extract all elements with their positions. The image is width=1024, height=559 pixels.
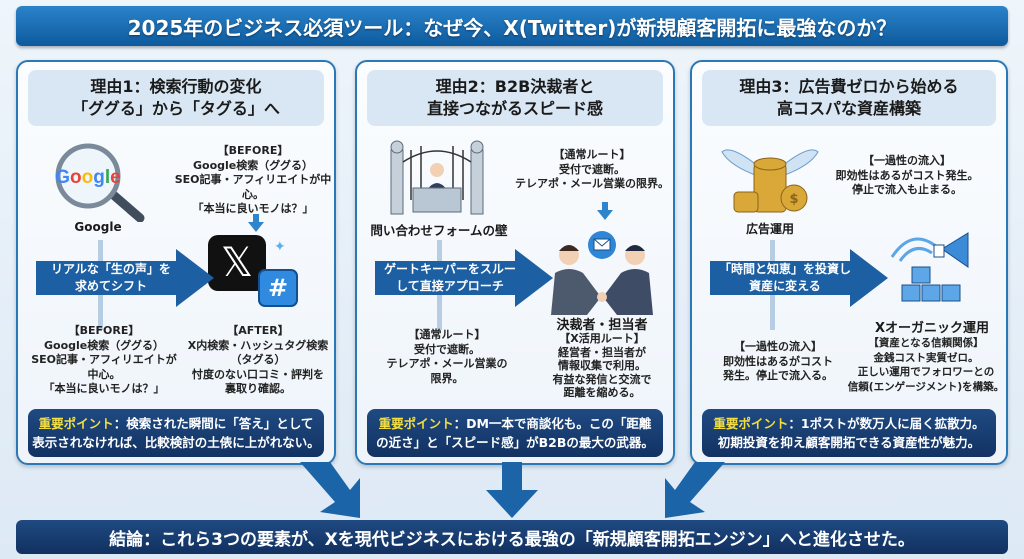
flying-coins-icon: $ — [720, 136, 820, 216]
x-logo-icon: 𝕏 # ✦ — [208, 235, 308, 315]
page-title: 2025年のビジネス必須ツール：なぜ今、X(Twitter)が新規顧客開拓に最強… — [16, 6, 1008, 46]
sparkle-icon: ✦ — [274, 239, 286, 255]
invest-arrow: 「時間と知恵」を投資し資産に変える — [710, 249, 890, 307]
google-label: Google — [74, 220, 122, 234]
ads-label: 広告運用 — [745, 222, 794, 236]
direct-approach-arrow: ゲートキーパーをスルーして直接アプローチ — [375, 249, 555, 307]
conclusion-bar: 結論：これら3つの要素が、Xを現代ビジネスにおける最強の「新規顧客開拓エンジン」… — [16, 520, 1008, 554]
key-point-box: 重要ポイント：検索された瞬間に「答え」として表示されなければ、比較検討の土俵に上… — [28, 409, 324, 457]
gate-label: 問い合わせフォームの壁 — [370, 223, 508, 238]
x-route-text: 【X活用ルート】経営者・担当者が情報収集で利用。有益な発信と交流で距離を縮める。 — [552, 332, 652, 399]
reason-1-panel: 理由1：検索行動の変化「ググる」から「タグる」へ Google Google 【… — [16, 60, 336, 465]
google-magnifier-icon: Google — [40, 142, 150, 223]
megaphone-cubes-icon — [882, 227, 982, 307]
heading-line: 理由1：検索行動の変化 — [90, 77, 262, 96]
organic-label: Xオーガニック運用 — [874, 321, 990, 336]
panel-heading: 理由1：検索行動の変化「ググる」から「タグる」へ — [28, 70, 324, 126]
svg-text:$: $ — [789, 192, 798, 207]
shift-arrow: リアルな「生の声」を求めてシフト — [36, 249, 216, 307]
before-text-top: 【BEFORE】Google検索（ググる）SEO記事・アフィリエイトが中心。「本… — [174, 144, 332, 215]
svg-text:Google: Google — [55, 167, 120, 188]
reason-2-panel: 理由2：B2B決裁者と直接つながるスピード感 問い合わせフォームの壁 【通常ルー… — [355, 60, 675, 465]
panel-heading: 理由3：広告費ゼロから始める高コスパな資産構築 — [702, 70, 996, 126]
arrow-from-reason-1 — [300, 462, 360, 518]
normal-route-text: 【通常ルート】受付で遮断。テレアポ・メール営業の限界。 — [386, 328, 508, 385]
key-point-box: 重要ポイント：1ポストが数万人に届く拡散力。初期投資を抑え顧客開拓できる資産性が… — [702, 409, 996, 457]
normal-route-top: 【通常ルート】受付で遮断。テレアポ・メール営業の限界。 — [515, 148, 669, 190]
key-point-box: 重要ポイント：DM一本で商談化も。この「距離の近さ」と「スピード感」がB2Bの最… — [367, 409, 663, 457]
down-arrow-icon — [248, 214, 264, 232]
handshake-business-people-icon — [547, 225, 657, 315]
heading-line: 「ググる」から「タグる」へ — [72, 99, 280, 118]
trust-asset-text: 【資産となる信頼関係】金銭コスト実質ゼロ。正しい運用でフォロワーとの信頼(エンゲ… — [847, 337, 1005, 393]
arrow-from-reason-2 — [486, 462, 538, 518]
gate-receptionist-icon — [387, 140, 487, 218]
one-off-inflow-text: 【一過性の流入】即効性はあるがコスト発生。停止で流入る。 — [723, 340, 833, 382]
before-text: 【BEFORE】Google検索（ググる）SEO記事・アフィリエイトが中心。「本… — [31, 324, 177, 395]
after-text: 【AFTER】X内検索・ハッシュタグ検索（タグる）忖度のない口コミ・評判を裏取り… — [187, 324, 329, 395]
reason-3-panel: 理由3：広告費ゼロから始める高コスパな資産構築 $ 広告運用 【一過性の流入】即… — [690, 60, 1008, 465]
down-arrow-icon — [597, 202, 613, 220]
hashtag-bubble-icon: # — [258, 269, 298, 307]
arrow-from-reason-3 — [665, 462, 725, 518]
ads-text-top: 【一過性の流入】即効性はあるがコスト発生。停止で流入も止まる。 — [835, 154, 979, 196]
decision-maker-label: 決裁者・担当者 — [556, 318, 648, 333]
convergence-arrows — [300, 462, 725, 518]
panel-heading: 理由2：B2B決裁者と直接つながるスピード感 — [367, 70, 663, 126]
